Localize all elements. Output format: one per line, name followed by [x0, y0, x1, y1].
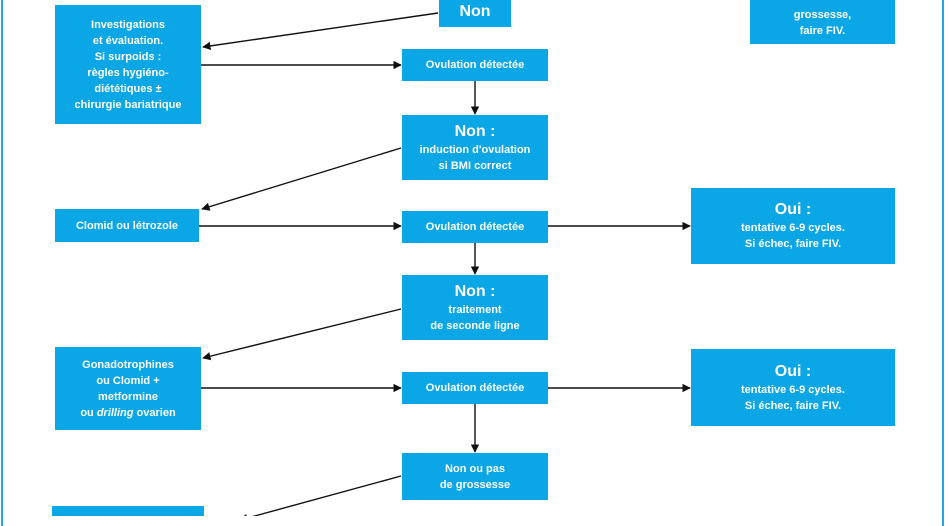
node-clomid: Clomid ou létrozole: [55, 209, 199, 242]
node-line: Gonadotrophines: [82, 358, 174, 371]
node-title: Oui :: [774, 362, 812, 380]
node-line: Ovulation détectée: [425, 382, 525, 394]
node-line: traitement: [448, 303, 502, 316]
node-line: de seconde ligne: [430, 319, 520, 332]
node-line: tentative 6-9 cycles.: [741, 222, 845, 234]
node-gonadotrophines: Gonadotrophines ou Clomid + metformine o…: [55, 347, 201, 430]
node-line: Clomid ou létrozole: [75, 219, 179, 232]
node-ovulation-detectee-2: Ovulation détectée: [402, 211, 548, 243]
arrow-non-to-investigations: [202, 12, 439, 51]
node-line: de grossesse: [439, 478, 511, 491]
node-non-traitement: Non : traitement de seconde ligne: [402, 275, 548, 340]
node-line: grossesse,: [793, 9, 852, 21]
node-line: tentative 6-9 cycles.: [741, 383, 845, 396]
node-title: Oui :: [774, 201, 812, 218]
node-line: si BMI correct: [438, 159, 512, 172]
node-non-induction: Non : induction d'ovulation si BMI corre…: [402, 115, 548, 180]
node-investigations: Investigations et évaluation. Si surpoid…: [55, 5, 201, 124]
node-title: Non :: [454, 282, 496, 300]
node-line: Si échec, faire FIV.: [744, 238, 842, 250]
node-non-top: Non: [439, 0, 511, 27]
node-top-right: grossesse, faire FIV.: [750, 0, 895, 44]
node-oui-1: Oui : tentative 6-9 cycles. Si échec, fa…: [691, 188, 895, 264]
arrow-non-induction-to-clomid: [201, 147, 402, 211]
node-line: faire FIV.: [799, 25, 846, 37]
node-ovulation-detectee-1: Ovulation détectée: [402, 49, 548, 81]
node-line: Investigations: [91, 18, 165, 31]
node-line: diététiques ±: [94, 82, 162, 95]
node-title: Non: [459, 2, 491, 20]
node-non-ou-pas: Non ou pas de grossesse: [402, 453, 548, 500]
node-line: règles hygiéno-: [87, 66, 169, 79]
arrow-non-traitement-to-gonado: [202, 308, 402, 361]
node-line: Non ou pas: [445, 462, 505, 475]
node-line: Ovulation détectée: [425, 221, 525, 233]
node-bottom-left-partial: [52, 506, 204, 516]
node-title: Non :: [454, 122, 496, 140]
node-line: Si échec, faire FIV.: [744, 399, 842, 412]
drilling-emphasis: drilling: [96, 406, 134, 419]
node-line: Si surpoids :: [94, 50, 162, 63]
node-line: Ovulation détectée: [425, 59, 525, 71]
node-line: chirurgie bariatrique: [74, 98, 182, 111]
node-line-last: ou drilling ovarien: [80, 405, 175, 421]
node-line: ou Clomid +: [96, 374, 160, 387]
line-prefix: ou: [80, 406, 97, 419]
node-line: induction d'ovulation: [419, 143, 531, 156]
node-line: metformine: [98, 390, 158, 403]
node-oui-2: Oui : tentative 6-9 cycles. Si échec, fa…: [691, 349, 895, 426]
node-line: et évaluation.: [92, 34, 164, 47]
arrow-non-pas-to-next: [239, 475, 402, 516]
line-suffix: ovarien: [133, 406, 176, 419]
node-ovulation-detectee-3: Ovulation détectée: [402, 372, 548, 404]
